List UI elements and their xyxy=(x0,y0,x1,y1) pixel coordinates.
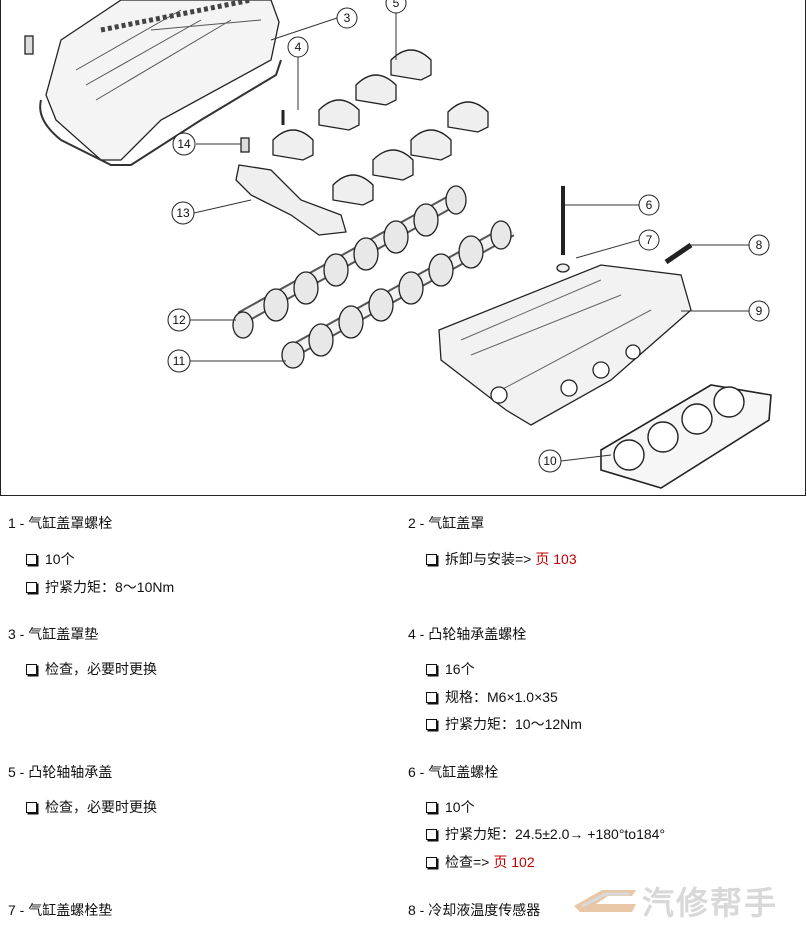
callout-10: 10 xyxy=(538,449,562,473)
svg-text:5: 5 xyxy=(393,0,400,10)
list-item: 拧紧力矩：24.5±2.0→ +180°to184° xyxy=(426,824,665,844)
callout-9: 9 xyxy=(748,300,770,322)
item-title: 8 - 冷却液温度传感器 xyxy=(408,902,541,918)
list-item: 规格：M6×1.0×35 xyxy=(426,687,558,707)
intake-camshaft xyxy=(232,185,467,339)
cylinder-head-cover xyxy=(45,0,280,161)
page-link[interactable]: 页 102 xyxy=(493,854,535,870)
list-item: 检查，必要时更换 xyxy=(26,797,157,817)
callout-11: 11 xyxy=(167,349,191,373)
item-title: 7 - 气缸盖螺栓垫 xyxy=(8,902,113,918)
checkbox-bullet-icon xyxy=(26,553,37,565)
checkbox-bullet-icon xyxy=(426,801,437,813)
checkbox-bullet-icon xyxy=(26,801,37,813)
callout-14: 14 xyxy=(172,132,196,156)
svg-text:4: 4 xyxy=(295,40,302,54)
coolant-temp-sensor xyxy=(664,242,693,265)
diagram-drawing: 3 5 4 14 13 6 7 8 9 10 11 12 xyxy=(24,0,772,489)
svg-text:8: 8 xyxy=(756,238,763,252)
callout-13: 13 xyxy=(171,201,195,225)
callout-5: 5 xyxy=(385,0,407,14)
list-item: 拧紧力矩：8～10Nm xyxy=(26,577,174,597)
cylinder-head xyxy=(438,264,692,426)
list-item: 拆卸与安装=>页 103 xyxy=(426,549,577,569)
checkbox-bullet-icon xyxy=(426,828,437,840)
svg-text:13: 13 xyxy=(176,206,190,220)
svg-text:10: 10 xyxy=(543,454,557,468)
list-item: 检查=>页 102 xyxy=(426,852,535,872)
checkbox-bullet-icon xyxy=(426,553,437,565)
list-item: 16个 xyxy=(426,659,475,679)
svg-text:7: 7 xyxy=(646,233,653,247)
svg-text:6: 6 xyxy=(646,198,653,212)
checkbox-bullet-icon xyxy=(426,718,437,730)
callout-7: 7 xyxy=(638,229,660,251)
svg-text:3: 3 xyxy=(344,11,351,25)
item-title: 6 - 气缸盖螺栓 xyxy=(408,764,499,780)
callout-4: 4 xyxy=(287,36,309,58)
callout-6: 6 xyxy=(638,194,660,216)
item-title: 5 - 凸轮轴轴承盖 xyxy=(8,764,113,780)
watermark-text: 汽修帮手 xyxy=(642,884,779,922)
checkbox-bullet-icon xyxy=(26,663,37,675)
page-link[interactable]: 页 103 xyxy=(535,551,577,567)
checkbox-bullet-icon xyxy=(426,691,437,703)
bearing-caps xyxy=(272,49,489,206)
svg-text:14: 14 xyxy=(177,137,191,151)
svg-text:9: 9 xyxy=(756,304,763,318)
exhaust-camshaft xyxy=(281,220,512,369)
svg-text:11: 11 xyxy=(173,354,186,368)
list-item: 拧紧力矩：10～12Nm xyxy=(426,714,582,734)
callout-12: 12 xyxy=(167,308,191,332)
checkbox-bullet-icon xyxy=(26,581,37,593)
watermark: 汽修帮手 xyxy=(572,880,778,922)
svg-text:12: 12 xyxy=(172,313,186,327)
item-title: 1 - 气缸盖罩螺栓 xyxy=(8,515,113,531)
watermark-logo-icon xyxy=(574,890,636,912)
callout-8: 8 xyxy=(748,234,770,256)
cover-bolt xyxy=(24,35,34,55)
list-item: 检查，必要时更换 xyxy=(26,659,157,679)
checkbox-bullet-icon xyxy=(426,856,437,868)
item-title: 3 - 气缸盖罩垫 xyxy=(8,626,99,642)
checkbox-bullet-icon xyxy=(426,663,437,675)
front-bearing-bracket xyxy=(235,164,347,236)
head-bolt-washer xyxy=(556,263,570,273)
item-title: 2 - 气缸盖罩 xyxy=(408,515,485,531)
list-item: 10个 xyxy=(26,549,75,569)
exploded-parts-diagram: 3 5 4 14 13 6 7 8 9 10 11 12 xyxy=(0,0,806,496)
callout-markers: 3 5 4 14 13 6 7 8 9 10 11 12 xyxy=(167,0,770,473)
callout-3: 3 xyxy=(336,7,358,29)
item-title: 4 - 凸轮轴承盖螺栓 xyxy=(408,626,527,642)
list-item: 10个 xyxy=(426,797,475,817)
